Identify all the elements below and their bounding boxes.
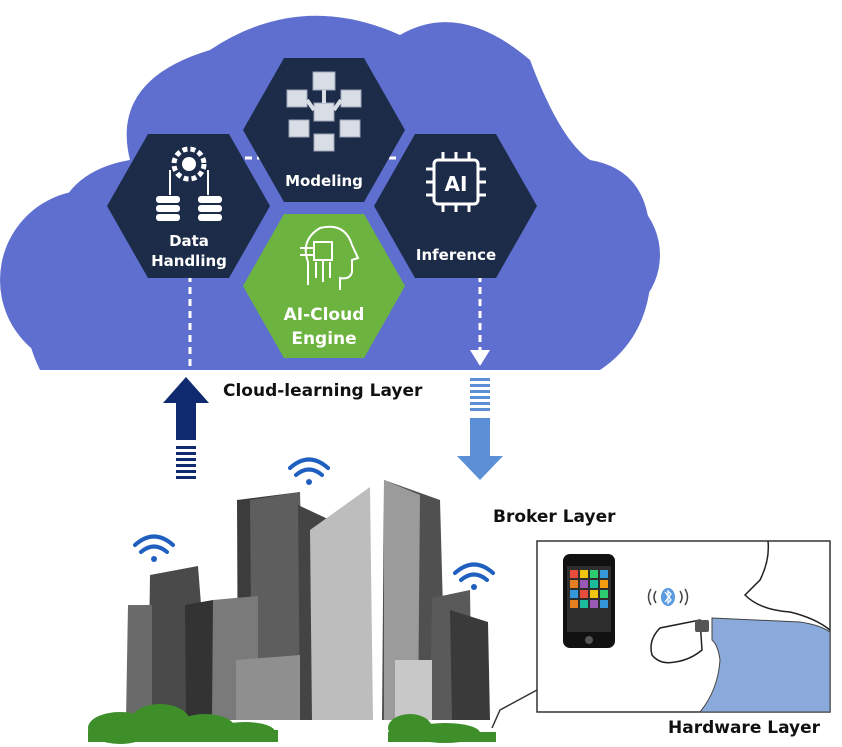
hand <box>650 619 703 664</box>
arm-sleeve <box>698 617 831 713</box>
hex-inference: AI Inference <box>374 134 537 278</box>
wifi-icon <box>133 534 175 562</box>
blocks-network-icon <box>286 71 362 152</box>
cloud-layer-label: Cloud-learning Layer <box>223 381 423 401</box>
hex-engine-label-line1: AI-Cloud <box>284 305 365 325</box>
inference-arrow-head <box>470 350 490 366</box>
person-outline <box>743 540 831 631</box>
bushes <box>88 704 496 744</box>
smartphone-icon <box>563 554 615 648</box>
ai-chip-text: AI <box>445 172 468 196</box>
hex-inference-label: Inference <box>416 246 496 264</box>
gear-database-icon <box>156 146 222 221</box>
hex-data-handling-label-line1: Data <box>169 232 209 250</box>
hardware-layer-label: Hardware Layer <box>668 718 821 738</box>
hex-modeling: Modeling <box>243 58 405 202</box>
city-buildings <box>126 480 490 720</box>
download-arrow <box>457 378 503 480</box>
ai-chip-icon: AI <box>426 152 486 212</box>
upload-arrow <box>163 377 209 479</box>
hex-engine-label-line2: Engine <box>291 329 356 349</box>
wifi-icon <box>453 562 495 590</box>
hex-engine: AI-Cloud Engine <box>243 214 405 358</box>
smartwatch <box>695 620 709 632</box>
bluetooth-icon <box>647 588 689 606</box>
wifi-icon <box>288 457 330 485</box>
hex-modeling-label: Modeling <box>285 172 363 190</box>
hex-data-handling: Data Handling <box>107 134 270 278</box>
broker-layer-label: Broker Layer <box>493 507 616 527</box>
hardware-panel <box>491 540 831 729</box>
hex-data-handling-label-line2: Handling <box>151 252 227 270</box>
ai-head-circuit-icon <box>300 225 360 290</box>
